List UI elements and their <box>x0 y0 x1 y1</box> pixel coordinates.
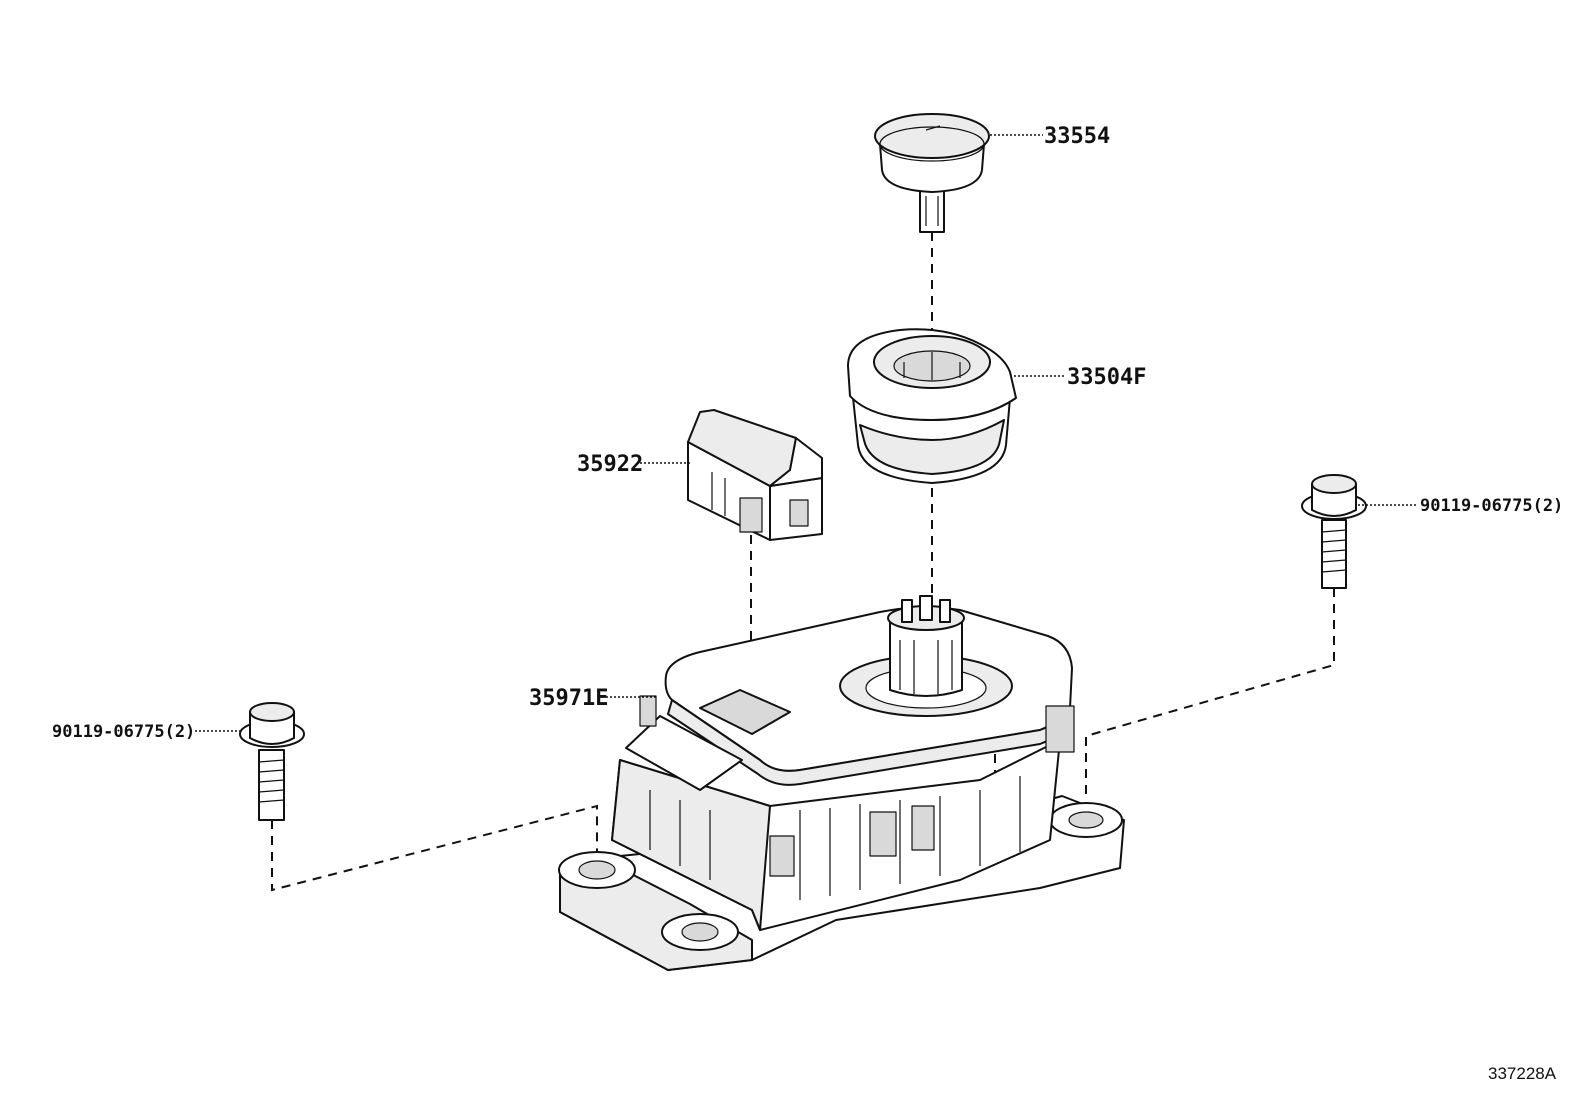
label-33504f: 33504F <box>1067 365 1146 390</box>
label-bolt-right: 90119-06775(2) <box>1420 496 1563 516</box>
label-bolt-left: 90119-06775(2) <box>52 722 195 742</box>
diagram-code: 337228A <box>1488 1064 1557 1083</box>
shift-lever-assembly-35971e[interactable] <box>558 595 1125 971</box>
leader-lines <box>195 134 1418 732</box>
knob-cap-33554[interactable] <box>874 113 990 233</box>
bolt-left-90119-06775[interactable] <box>239 702 305 821</box>
bolt-right-90119-06775[interactable] <box>1301 474 1367 589</box>
knob-body-33504f[interactable] <box>847 328 1017 484</box>
switch-connector-35922[interactable] <box>687 409 823 541</box>
label-33554: 33554 <box>1044 124 1110 149</box>
label-35971e: 35971E <box>529 686 608 711</box>
label-35922: 35922 <box>577 452 643 477</box>
